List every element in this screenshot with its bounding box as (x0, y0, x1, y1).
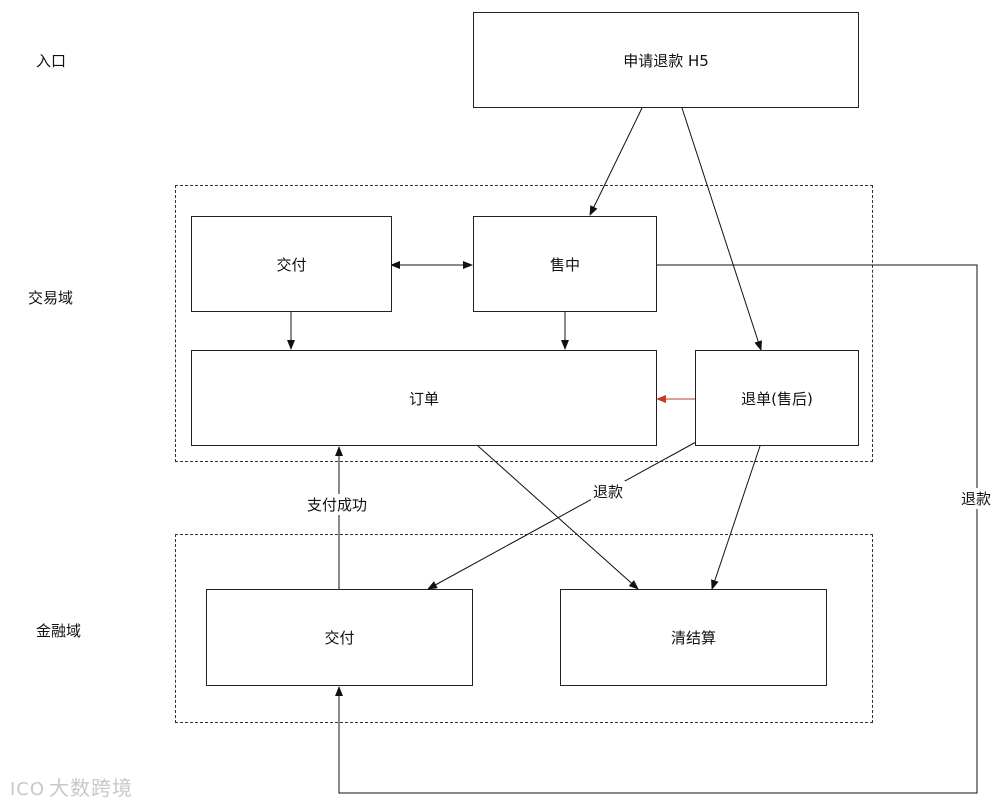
finance-delivery-label: 交付 (324, 629, 355, 647)
edge-h5-to-insale (589, 107, 643, 216)
edge-insale-refund-loop (335, 264, 978, 794)
refund-h5-label: 申请退款 H5 (623, 51, 709, 70)
lane-label-trade: 交易域 (28, 289, 74, 307)
watermark-text: 大数跨境 (49, 776, 134, 800)
watermark-logo: ICO (10, 779, 46, 800)
lane-label-finance: 金融域 (36, 622, 82, 640)
in-sale-label: 售中 (549, 255, 580, 274)
edge-return-to-settlement (711, 445, 761, 590)
refund-label-right: 退款 (959, 488, 994, 509)
trade-delivery-box: 交付 (191, 216, 392, 312)
refund-label-middle: 退款 (591, 481, 626, 502)
settlement-label: 清结算 (670, 629, 716, 647)
order-label: 订单 (408, 389, 439, 408)
finance-domain-container (175, 534, 873, 723)
edge-h5-to-return (681, 107, 763, 351)
return-order-box: 退单(售后) (695, 350, 859, 446)
finance-delivery-box: 交付 (206, 589, 473, 686)
refund-h5-box: 申请退款 H5 (473, 12, 859, 108)
in-sale-box: 售中 (473, 216, 657, 312)
trade-domain-container (175, 185, 873, 462)
edge-return-to-finance-delivery (427, 441, 697, 590)
order-box: 订单 (191, 350, 657, 446)
trade-delivery-label: 交付 (276, 255, 307, 274)
return-order-label: 退单(售后) (741, 389, 813, 408)
pay-success-label: 支付成功 (305, 494, 370, 515)
lane-label-entry: 入口 (36, 52, 67, 70)
settlement-box: 清结算 (560, 589, 827, 686)
